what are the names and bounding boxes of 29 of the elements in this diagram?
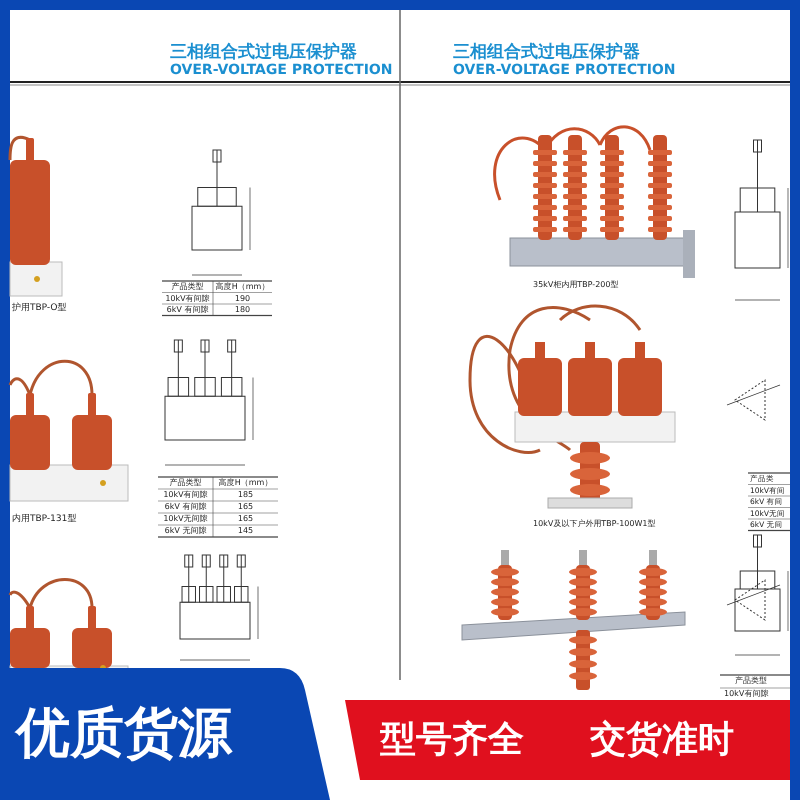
- header-title: 三相组合式过电压保护器: [170, 44, 357, 61]
- height-value: 145: [236, 527, 254, 535]
- header-title: 三相组合式过电压保护器: [453, 44, 640, 61]
- height-value: 165: [236, 503, 254, 511]
- table-header: 高度H（mm）: [218, 479, 274, 487]
- banner-slogan: 优质货源: [16, 706, 232, 760]
- product-type: 10kV有间隙: [162, 491, 209, 499]
- product-type: 10kV有间隙: [164, 294, 211, 302]
- table-header: 产品类型: [170, 283, 204, 291]
- height-value: 185: [236, 491, 254, 499]
- product-type: 6kV 有间隙: [166, 306, 210, 314]
- product-type: 10kV有间隙: [724, 690, 768, 698]
- product-caption: 35kV柜内用TBP-200型: [533, 281, 618, 289]
- header-subtitle: OVER-VOLTAGE PROTECTION: [453, 63, 676, 77]
- product-type: 6kV 有间隙: [164, 503, 208, 511]
- height-value: 165: [236, 515, 254, 523]
- product-type: 10kV无间隙: [162, 515, 209, 523]
- table-header: 高度H（mm）: [214, 283, 270, 291]
- product-caption: 内用TBP-131型: [12, 515, 76, 524]
- header-subtitle: OVER-VOLTAGE PROTECTION: [170, 63, 393, 77]
- height-value: 180: [234, 306, 252, 314]
- product-caption: 护用TBP-O型: [12, 304, 66, 313]
- table-header: 产品类型: [168, 479, 202, 487]
- product-type: 6kV 无间隙: [164, 527, 208, 535]
- table-header: 产品类型: [735, 677, 767, 685]
- banner-slogan: 型号齐全: [380, 722, 524, 758]
- banner-slogan: 交货准时: [590, 722, 734, 758]
- height-value: 190: [234, 294, 252, 302]
- product-caption: 10kV及以下户外用TBP-100W1型: [533, 520, 656, 528]
